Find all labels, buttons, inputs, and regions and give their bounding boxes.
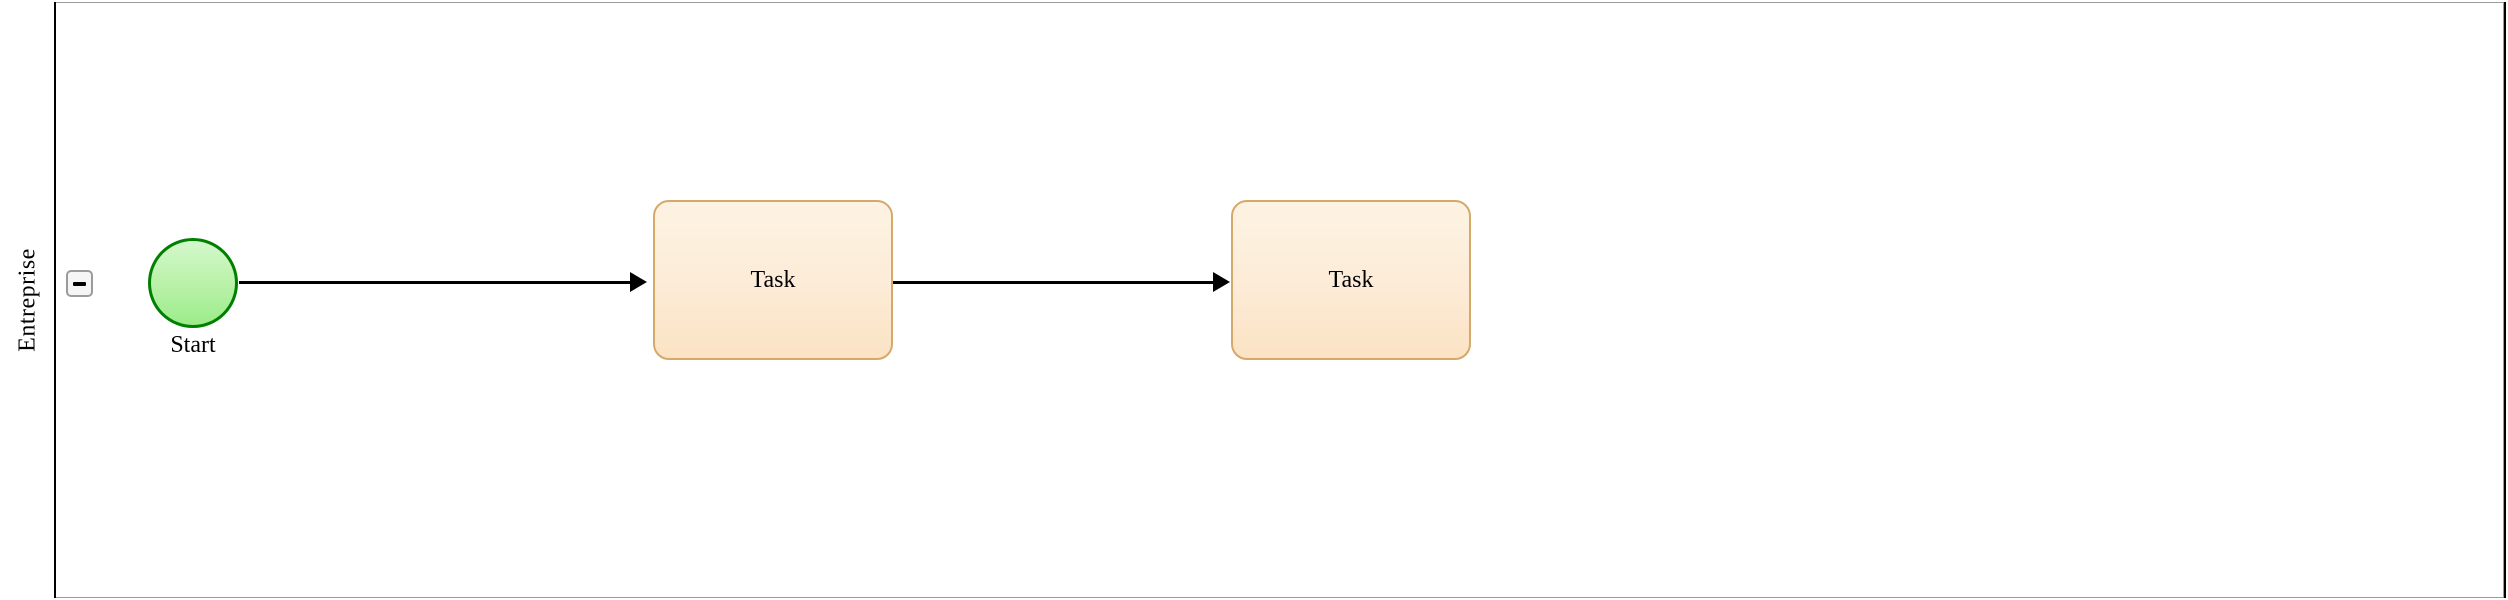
sequence-flow-2-line[interactable] (893, 281, 1213, 284)
minus-icon (73, 281, 86, 286)
start-event-node[interactable] (148, 238, 238, 328)
start-event-label: Start (170, 332, 216, 358)
sequence-flow-2-arrowhead-icon (1213, 272, 1230, 292)
task-node-1[interactable]: Task (653, 200, 893, 360)
lane-header-entreprise[interactable]: Entreprise (2, 2, 56, 598)
task-node-2-label: Task (1328, 266, 1374, 293)
task-node-1-label: Task (750, 266, 796, 293)
sequence-flow-1-line[interactable] (239, 281, 630, 284)
collapse-lane-button[interactable] (66, 270, 93, 297)
task-node-2[interactable]: Task (1231, 200, 1471, 360)
sequence-flow-1-arrowhead-icon (630, 272, 647, 292)
lane-label: Entreprise (14, 248, 41, 352)
